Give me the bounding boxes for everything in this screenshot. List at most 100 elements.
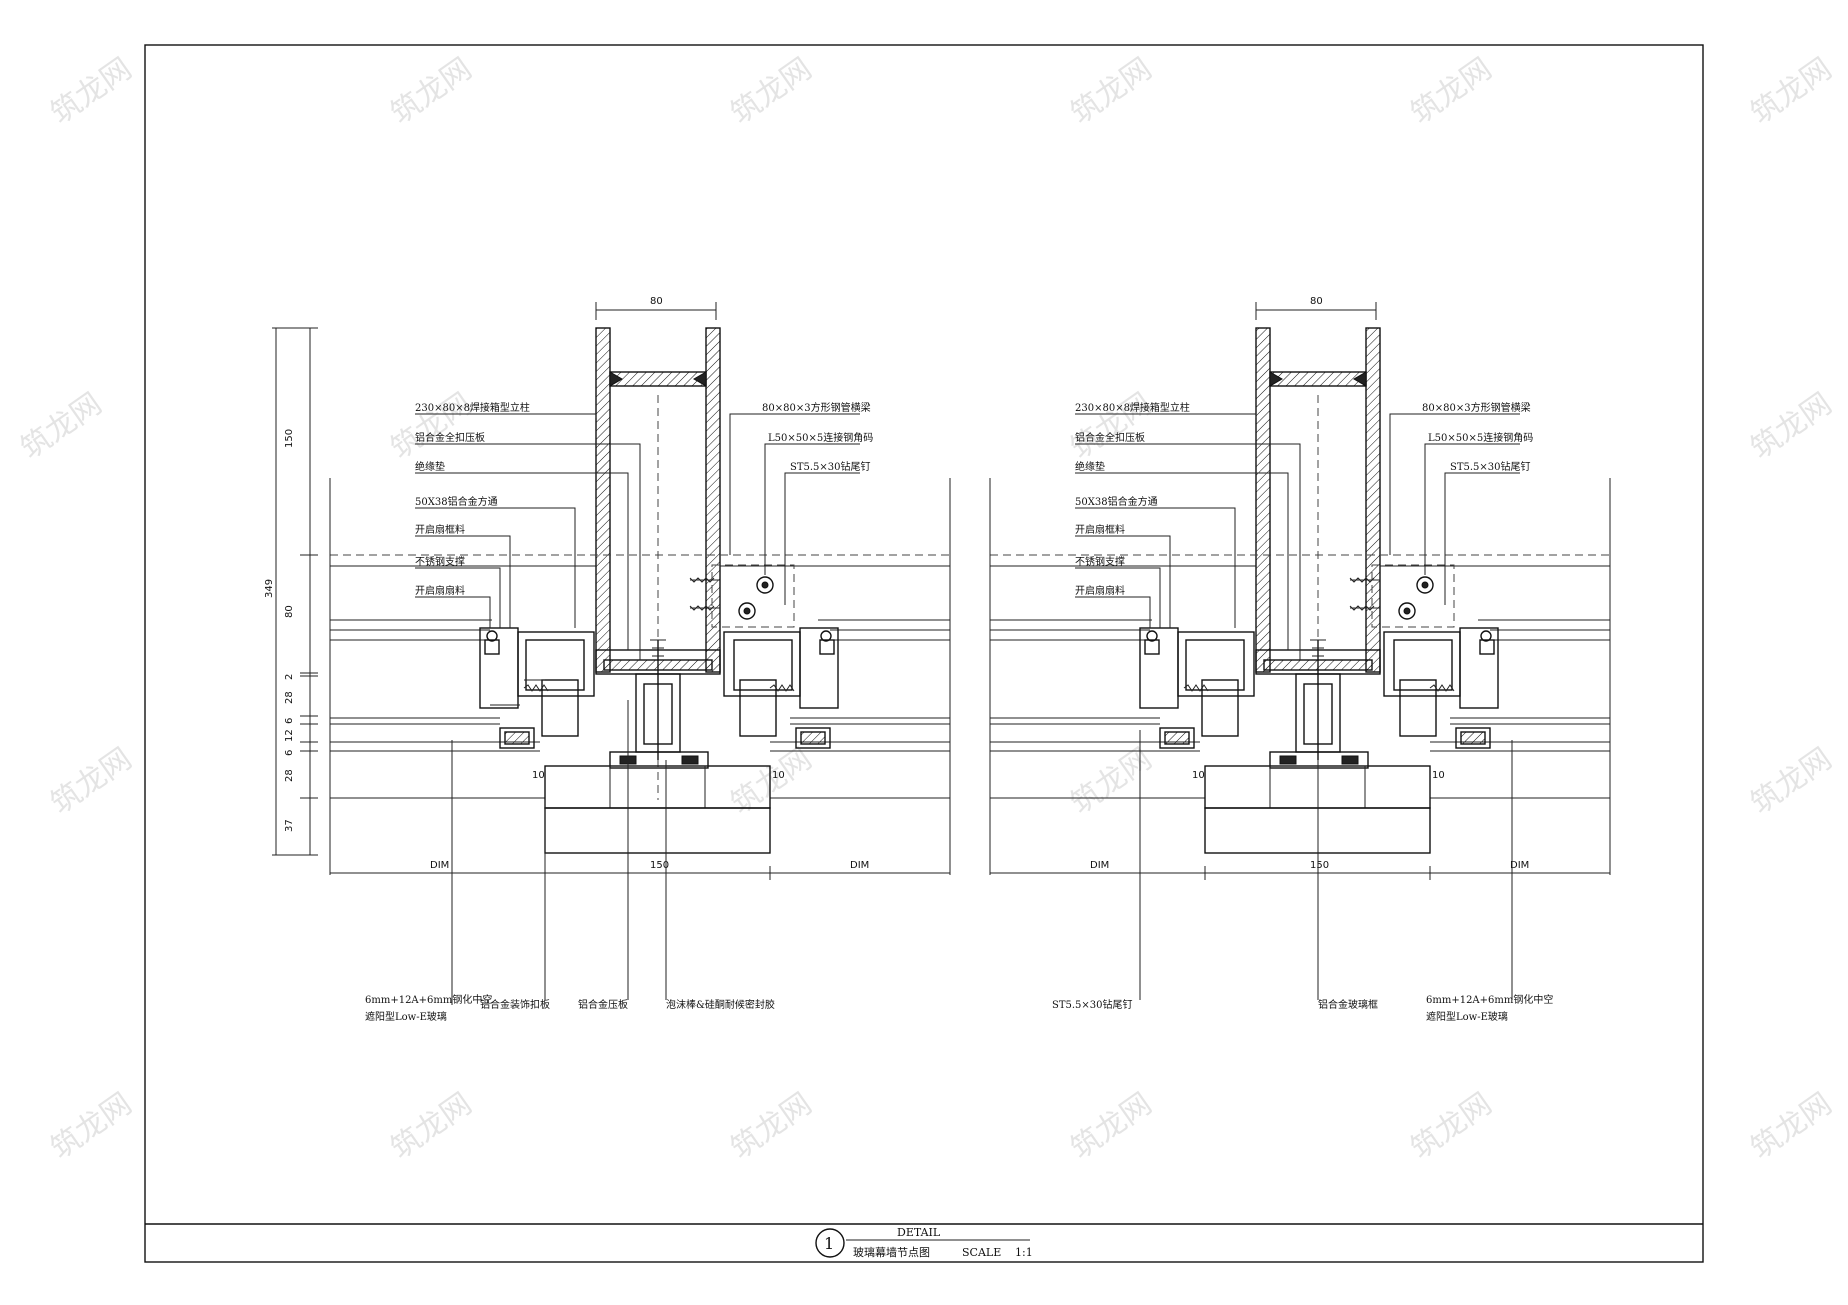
dim-label: DIM [1090, 860, 1109, 871]
dim-label: 37 [284, 819, 295, 832]
callout-label: 铝合金玻璃框 [1318, 998, 1378, 1011]
watermark: 筑龙网 [1405, 51, 1499, 131]
dim-label: 80 [284, 605, 295, 618]
centre-mullion [1255, 639, 1381, 769]
callout-label: 80×80×3方形钢管横梁 [1422, 401, 1531, 414]
glass-panel-right [1430, 629, 1610, 799]
watermark: 筑龙网 [725, 741, 819, 821]
callout-label: 铝合金装饰扣板 [480, 998, 550, 1011]
callout-label: ST5.5×30钻尾钉 [790, 460, 871, 473]
opening-sash-frame-right [723, 627, 839, 749]
watermark: 筑龙网 [1065, 386, 1159, 466]
watermark: 筑龙网 [725, 51, 819, 131]
detail-title: 玻璃幕墙节点图 [853, 1245, 930, 1259]
dim-label: 150 [284, 429, 295, 448]
leader-line [415, 413, 597, 418]
watermark: 筑龙网 [1745, 741, 1839, 821]
column-diaphragm [609, 371, 707, 387]
right-detail: 80 [989, 296, 1611, 1023]
left-detail: 150 349 80 2 28 6 12 6 28 37 80 [264, 296, 951, 1023]
dim-label: 150 [650, 860, 669, 871]
watermark: 筑龙网 [15, 386, 109, 466]
detail-number-circle [815, 1228, 845, 1258]
callout-label: 绝缘垫 [415, 460, 445, 473]
callout-label: 遮阳型Low-E玻璃 [1426, 1010, 1508, 1023]
callout-label: 泡沫棒&硅酮耐候密封胶 [666, 998, 775, 1011]
dim-label: 28 [284, 691, 295, 704]
steel-column-wall [595, 327, 611, 673]
watermark: 筑龙网 [1065, 741, 1159, 821]
callout-label: 开启扇框料 [415, 523, 465, 536]
dim-label: 6 [284, 718, 295, 724]
opening-sash-frame-left [479, 627, 595, 749]
callout-label: 230×80×8焊接箱型立柱 [415, 401, 530, 414]
detail-number: 1 [824, 1234, 834, 1253]
callout-label: 铝合金全扣压板 [1075, 431, 1145, 444]
watermark: 筑龙网 [385, 51, 479, 131]
dim-label: 10 [1192, 770, 1205, 781]
opening-sash-frame-left [1139, 627, 1255, 749]
opening-sash-frame-right [1383, 627, 1499, 749]
dim-label: 28 [284, 769, 295, 782]
callout-label: 50X38铝合金方通 [1075, 495, 1158, 508]
callout-label: ST5.5×30钻尾钉 [1052, 998, 1133, 1011]
watermark: 筑龙网 [45, 741, 139, 821]
glass-panel-right [770, 629, 950, 799]
callout-label: 80×80×3方形钢管横梁 [762, 401, 871, 414]
callout-label: 不锈钢支撑 [1075, 555, 1125, 568]
dim-label: 10 [1432, 770, 1445, 781]
callout-label: L50×50×5连接钢角码 [768, 431, 873, 444]
watermark: 筑龙网 [725, 1086, 819, 1166]
callout-label: 不锈钢支撑 [415, 555, 465, 568]
callout-label: 50X38铝合金方通 [415, 495, 498, 508]
scale-label: SCALE [962, 1246, 1001, 1259]
dim-label: DIM [430, 860, 449, 871]
callout-label: 开启扇扇料 [1075, 584, 1125, 597]
watermark: 筑龙网 [45, 51, 139, 131]
sheet-border [144, 44, 1704, 1263]
dim-label: 80 [1310, 296, 1323, 307]
scale-value: 1:1 [1015, 1246, 1033, 1259]
callout-label: 230×80×8焊接箱型立柱 [1075, 401, 1190, 414]
callout-label: 遮阳型Low-E玻璃 [365, 1010, 447, 1023]
callout-label: 6mm+12A+6mm钢化中空 [365, 993, 492, 1006]
watermark: 筑龙网 [1745, 51, 1839, 131]
dim-label: 349 [264, 579, 275, 598]
watermark: 筑龙网 [45, 1086, 139, 1166]
title-block: 1 DETAIL 玻璃幕墙节点图 SCALE 1:1 [815, 1226, 1033, 1259]
watermark: 筑龙网 [1745, 386, 1839, 466]
watermark: 筑龙网 [1405, 1086, 1499, 1166]
watermark: 筑龙网 [1065, 51, 1159, 131]
dim-label: DIM [850, 860, 869, 871]
callout-label: 绝缘垫 [1075, 460, 1105, 473]
dim-label: DIM [1510, 860, 1529, 871]
watermark: 筑龙网 [1745, 1086, 1839, 1166]
dim-label: 2 [284, 674, 295, 680]
watermark: 筑龙网 [385, 386, 479, 466]
callout-label: ST5.5×30钻尾钉 [1450, 460, 1531, 473]
dim-label: 6 [284, 750, 295, 756]
column-diaphragm [1269, 371, 1367, 387]
dim-label: 10 [772, 770, 785, 781]
steel-column-wall [1365, 327, 1381, 673]
callout-label: L50×50×5连接钢角码 [1428, 431, 1533, 444]
callout-label: 6mm+12A+6mm钢化中空 [1426, 993, 1553, 1006]
steel-angle-bracket [1349, 564, 1455, 628]
centre-mullion [595, 639, 721, 769]
dim-label: 12 [284, 729, 295, 742]
dim-label: 150 [1310, 860, 1329, 871]
dim-label: 80 [650, 296, 663, 307]
watermark: 筑龙网 [385, 1086, 479, 1166]
watermark: 筑龙网 [1065, 1086, 1159, 1166]
detail-heading: DETAIL [897, 1226, 941, 1239]
callout-label: 开启扇扇料 [415, 584, 465, 597]
steel-column-wall [1255, 327, 1271, 673]
glass-panel-left [330, 629, 545, 799]
callout-label: 铝合金全扣压板 [415, 431, 485, 444]
steel-column-wall [705, 327, 721, 673]
steel-angle-bracket [689, 564, 795, 628]
dim-label: 10 [532, 770, 545, 781]
callout-label: 开启扇框料 [1075, 523, 1125, 536]
callout-label: 铝合金压板 [578, 998, 628, 1011]
